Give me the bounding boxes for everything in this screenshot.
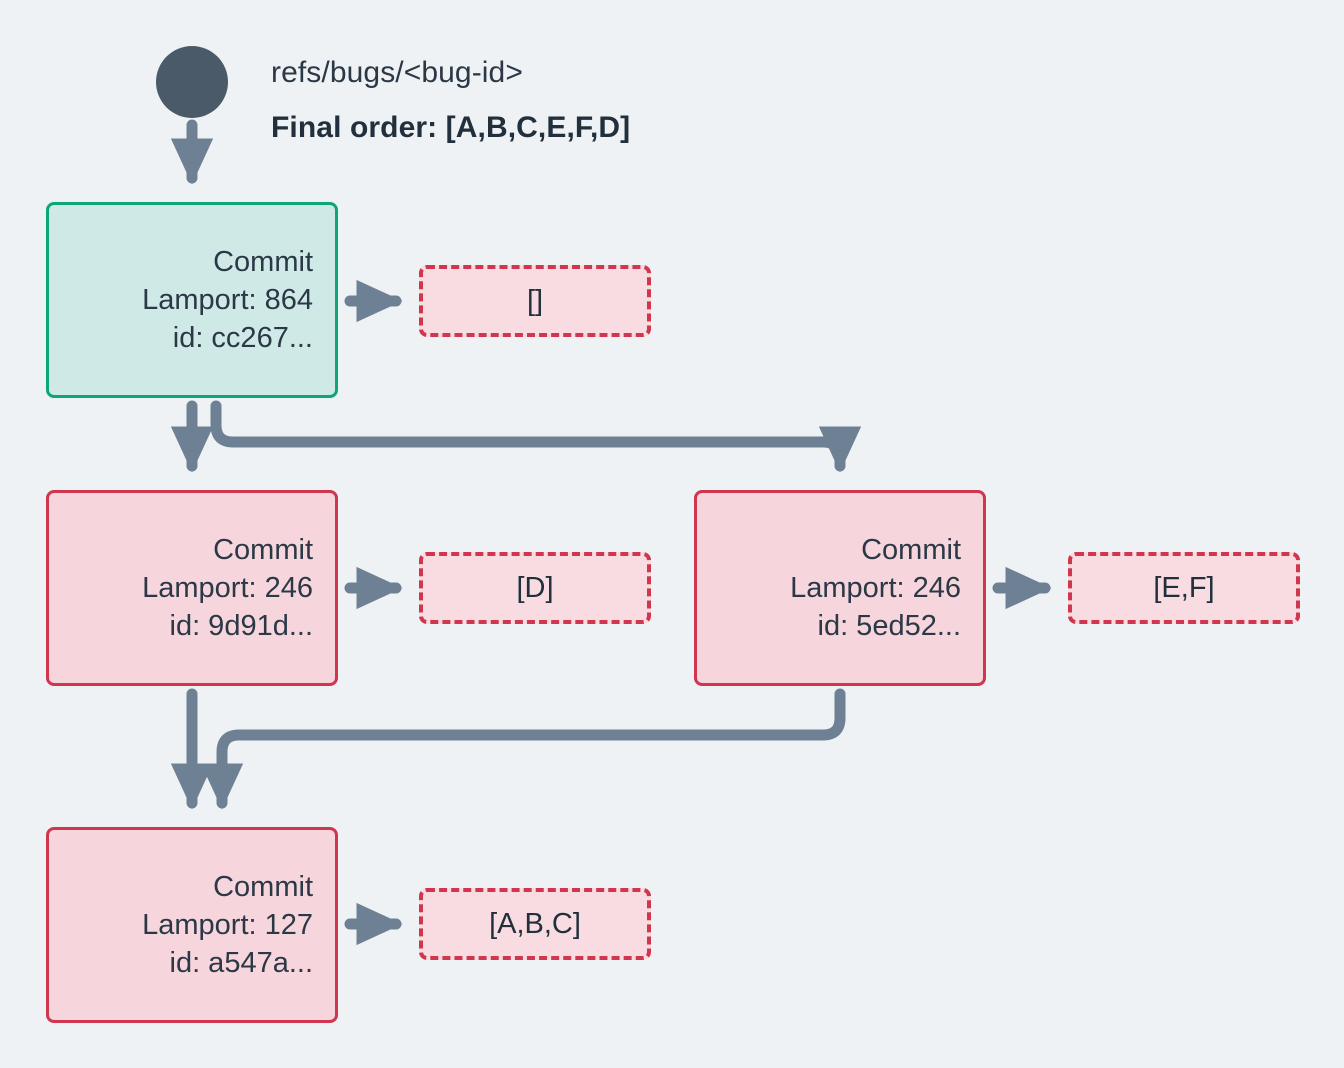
commit-title: Commit xyxy=(861,533,961,566)
commit-lamport: Lamport: 246 xyxy=(790,571,961,604)
commit-lamport: Lamport: 864 xyxy=(142,283,313,316)
ops-list-c: [E,F] xyxy=(1068,552,1300,624)
edge-commit-a-to-commit-c xyxy=(210,400,862,473)
commit-title: Commit xyxy=(213,245,313,278)
ops-list-b: [D] xyxy=(419,552,651,624)
commit-lamport: Lamport: 246 xyxy=(142,571,313,604)
commit-id: id: 9d91d... xyxy=(169,610,314,643)
commit-id: id: a547a... xyxy=(169,947,314,980)
ref-root-node-icon[interactable] xyxy=(156,46,228,118)
commit-title: Commit xyxy=(213,870,313,903)
commit-title: Commit xyxy=(213,533,313,566)
commit-lamport: Lamport: 127 xyxy=(142,908,313,941)
commit-id: id: 5ed52... xyxy=(817,610,962,643)
ops-list-a: [] xyxy=(419,265,651,337)
commit-node-c[interactable]: Commit Lamport: 246 id: 5ed52... xyxy=(694,490,986,686)
commit-node-a[interactable]: Commit Lamport: 864 id: cc267... xyxy=(46,202,338,398)
commit-node-b[interactable]: Commit Lamport: 246 id: 9d91d... xyxy=(46,490,338,686)
final-order-label: Final order: [A,B,C,E,F,D] xyxy=(271,111,631,144)
edge-commit-c-to-commit-d xyxy=(200,688,846,810)
commit-node-d[interactable]: Commit Lamport: 127 id: a547a... xyxy=(46,827,338,1023)
commit-id: id: cc267... xyxy=(172,322,313,355)
ops-list-d: [A,B,C] xyxy=(419,888,651,960)
ref-path-label: refs/bugs/<bug-id> xyxy=(271,56,523,89)
